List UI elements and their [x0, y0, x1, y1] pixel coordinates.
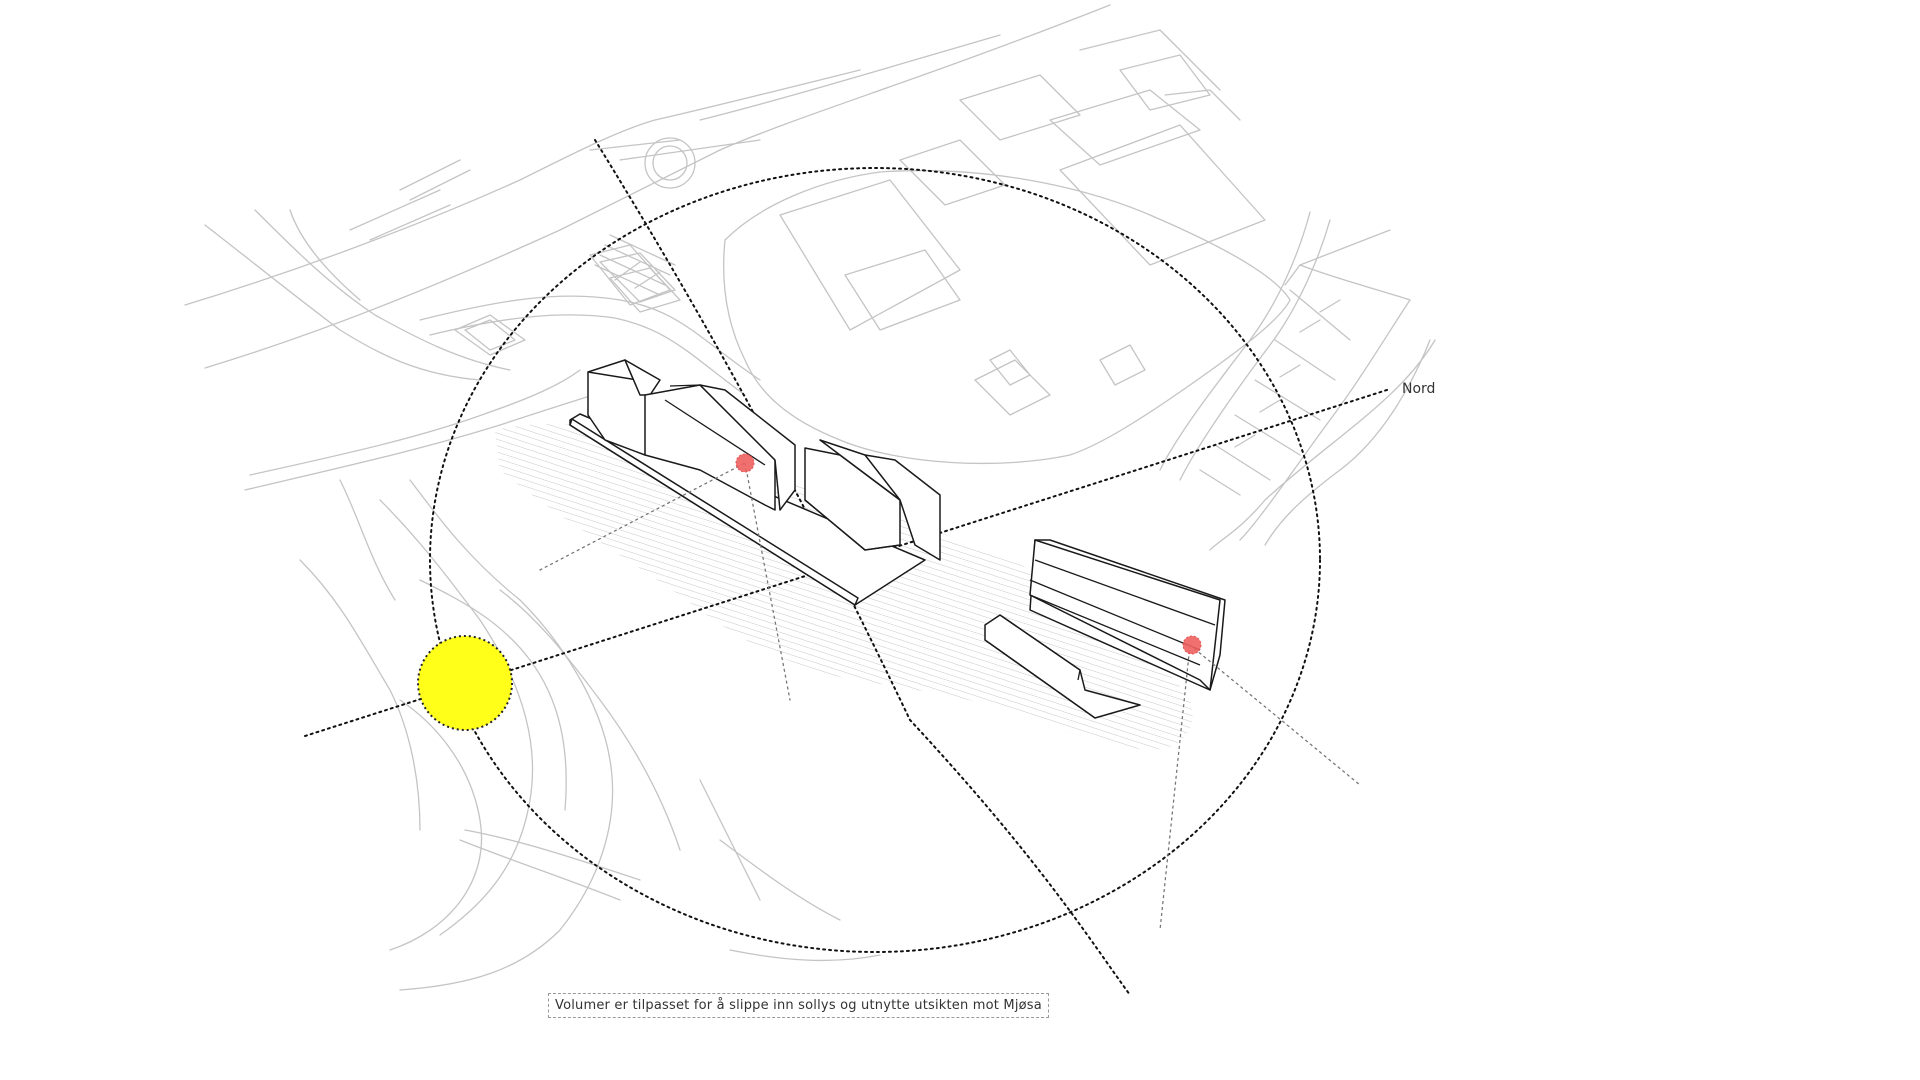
parking-area	[594, 234, 676, 296]
river-bank	[399, 479, 614, 991]
caption: Volumer er tilpasset for å slippe inn so…	[548, 993, 1049, 1018]
campus-block	[723, 169, 1291, 465]
north-label: Nord	[1402, 381, 1435, 397]
main-road	[204, 4, 1111, 369]
view-line-1	[539, 462, 746, 571]
sun-path-circle	[429, 167, 1321, 953]
marina-piers	[1199, 229, 1391, 496]
view-line-2	[744, 462, 791, 701]
north-south-axis	[594, 139, 1131, 996]
roundabout	[644, 137, 696, 189]
view-line-3	[1189, 644, 1361, 786]
shoreline	[1239, 264, 1411, 541]
sun-icon	[417, 635, 513, 731]
buildings-west	[569, 359, 941, 606]
view-point-west	[735, 453, 755, 473]
context-map	[184, 4, 1436, 991]
buildings-east	[984, 539, 1226, 719]
view-line-4	[1159, 644, 1191, 931]
view-point-east	[1182, 635, 1202, 655]
